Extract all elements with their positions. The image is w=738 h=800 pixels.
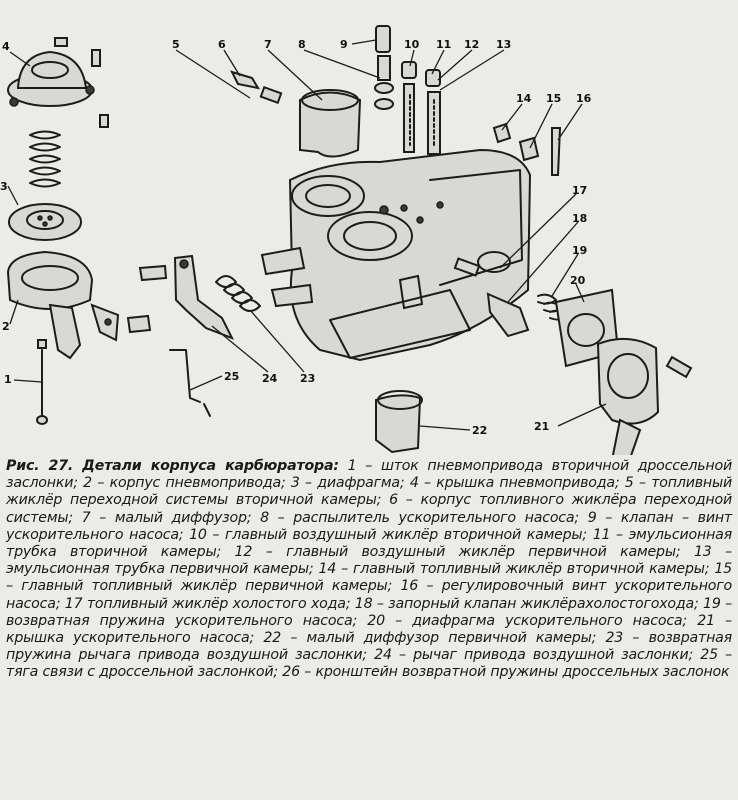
callout-25: 25 [224, 370, 239, 383]
callout-12: 12 [464, 38, 479, 51]
callout-22: 22 [472, 424, 487, 437]
callout-labels: 1 2 3 4 5 6 7 8 9 10 11 12 13 14 15 16 1… [0, 38, 592, 437]
callout-17: 17 [572, 184, 587, 197]
callout-9: 9 [340, 38, 348, 51]
parts-10-13-tubes [401, 61, 441, 155]
leader-lines [7, 39, 607, 431]
exploded-view-figure: 1 2 3 4 5 6 7 8 9 10 11 12 13 14 15 16 1… [0, 25, 693, 455]
callout-11: 11 [436, 38, 451, 51]
callout-19: 19 [572, 244, 587, 257]
caption-text: 1 – шток пневмопривода вторичной дроссел… [6, 458, 732, 681]
parts-20-21-pump [554, 288, 693, 455]
callout-16: 16 [576, 92, 592, 105]
callout-5: 5 [172, 38, 180, 51]
callout-1: 1 [4, 373, 12, 386]
callout-3: 3 [0, 180, 8, 193]
callout-21: 21 [534, 420, 549, 433]
callout-24: 24 [262, 372, 278, 385]
caption-title: Рис. 27. Детали корпуса карбюратора: [6, 458, 339, 474]
callout-20: 20 [570, 274, 586, 287]
parts-8-9-sprayer [374, 25, 394, 110]
callout-13: 13 [496, 38, 511, 51]
carburetor-exploded-diagram: 1 2 3 4 5 6 7 8 9 10 11 12 13 14 15 16 1… [0, 25, 693, 455]
part-2-housing [6, 250, 120, 360]
part-4-cover [7, 50, 95, 107]
callout-23: 23 [300, 372, 315, 385]
callout-10: 10 [404, 38, 420, 51]
part-22-diffuser [375, 390, 423, 454]
screws-top-left [54, 37, 109, 128]
callout-2: 2 [2, 320, 10, 333]
callout-6: 6 [218, 38, 226, 51]
callout-4: 4 [2, 40, 10, 53]
part-3-diaphragm [8, 203, 82, 241]
spring-part [29, 130, 61, 188]
callout-8: 8 [298, 38, 306, 51]
callout-7: 7 [264, 38, 272, 51]
linkage-parts [126, 254, 261, 417]
figure-caption: Рис. 27. Детали корпуса карбюратора: 1 –… [6, 458, 732, 682]
callout-18: 18 [572, 212, 587, 225]
callout-15: 15 [546, 92, 561, 105]
part-1-rod [36, 339, 48, 425]
parts-5-6-jets [230, 70, 283, 105]
part-7-diffuser [299, 89, 362, 158]
carburetor-body [260, 148, 532, 362]
callout-14: 14 [516, 92, 532, 105]
